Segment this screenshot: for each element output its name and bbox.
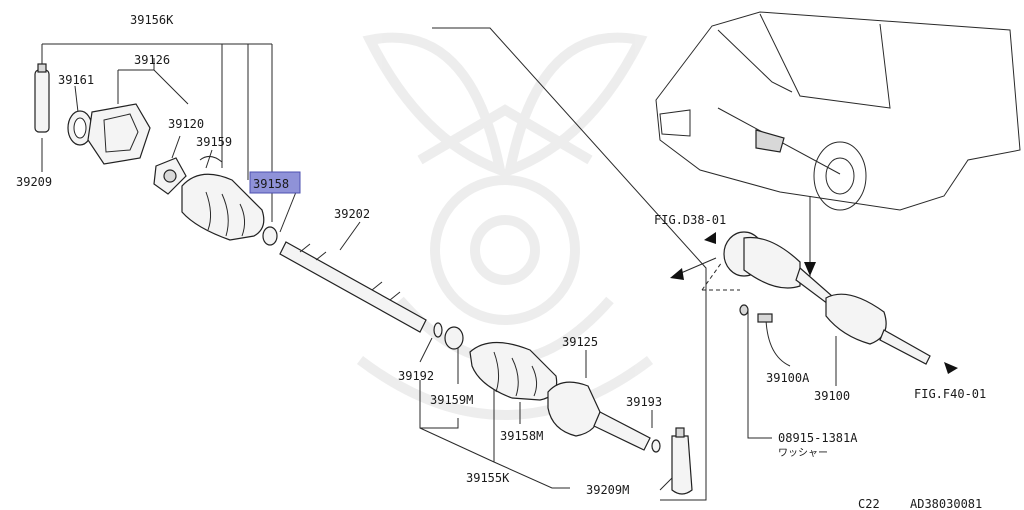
grease-tube-39209M <box>671 427 693 495</box>
label-39159M[interactable]: 39159M <box>430 393 473 407</box>
label-fig-d38[interactable]: FIG.D38-01 <box>654 213 726 227</box>
shaft-39202 <box>279 241 427 333</box>
band-39159 <box>199 156 223 163</box>
clamp-39159-ring <box>262 226 278 246</box>
label-39125[interactable]: 39125 <box>562 335 598 349</box>
label-39209M[interactable]: 39209M <box>586 483 629 497</box>
label-washer: ワッシャー <box>778 448 828 459</box>
label-39159[interactable]: 39159 <box>196 135 232 149</box>
housing-39126 <box>87 103 151 165</box>
snap-ring-39193 <box>651 439 661 453</box>
spider-39120 <box>153 157 187 195</box>
highlight-39158 <box>249 171 301 194</box>
arrow-fig-d38 <box>670 232 717 280</box>
boot-39158 <box>181 173 265 241</box>
label-39120[interactable]: 39120 <box>168 117 204 131</box>
label-39202[interactable]: 39202 <box>334 207 370 221</box>
label-39209[interactable]: 39209 <box>16 175 52 189</box>
leader-lines <box>41 27 837 501</box>
outer-joint-39125 <box>547 381 651 451</box>
label-39156K[interactable]: 39156K <box>130 13 174 27</box>
label-39158M[interactable]: 39158M <box>500 429 543 443</box>
vehicle-sketch <box>655 11 1021 276</box>
label-39155K[interactable]: 39155K <box>466 471 510 485</box>
label-39126[interactable]: 39126 <box>134 53 170 67</box>
axle-assembly-39100 <box>723 231 931 365</box>
label-39100[interactable]: 39100 <box>814 389 850 403</box>
footer-code: AD38030081 <box>910 497 982 510</box>
callouts: 39156K 39126 39161 39120 39159 39158 392… <box>16 13 986 510</box>
label-39192[interactable]: 39192 <box>398 369 434 383</box>
band-39159M <box>444 326 464 350</box>
snap-ring-39161 <box>67 110 93 146</box>
footer-model: C22 <box>858 497 880 510</box>
arrow-fig-f40 <box>944 362 958 374</box>
label-39158[interactable]: 39158 <box>253 177 289 191</box>
label-39193[interactable]: 39193 <box>626 395 662 409</box>
label-08915-1381A[interactable]: 08915-1381A <box>778 431 858 445</box>
snap-ring-39192 <box>433 322 443 338</box>
label-39100A[interactable]: 39100A <box>766 371 810 385</box>
label-39161[interactable]: 39161 <box>58 73 94 87</box>
grease-tube-39209 <box>34 63 50 133</box>
label-fig-f40[interactable]: FIG.F40-01 <box>914 387 986 401</box>
